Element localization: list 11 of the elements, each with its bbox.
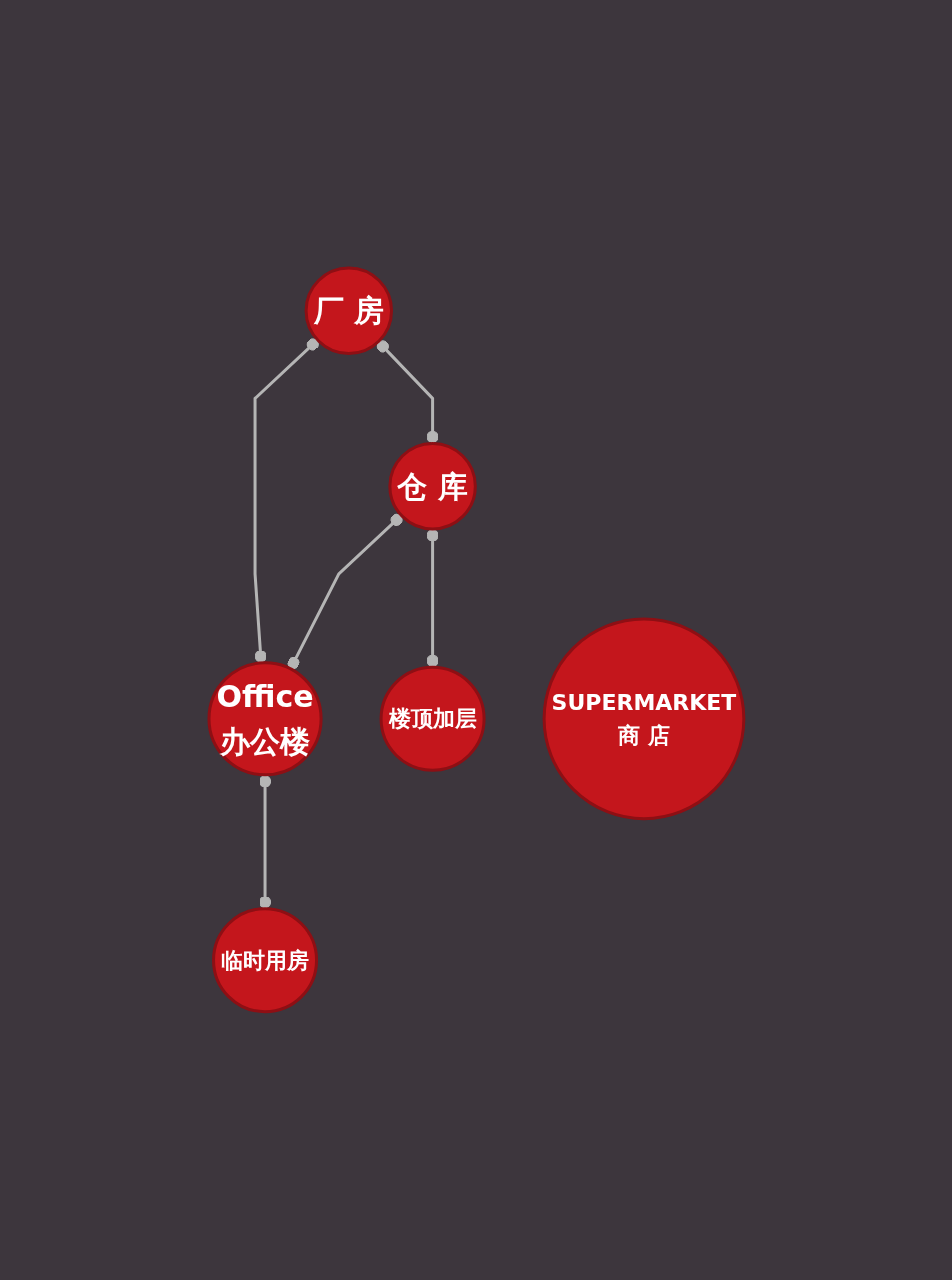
node-circle: Office 办公楼 — [207, 661, 323, 777]
node-circle: 楼顶加层 — [379, 665, 486, 772]
node-circle: 仓 库 — [387, 442, 477, 531]
connector — [253, 338, 319, 664]
connector — [376, 340, 439, 444]
node-circle: 厂 房 — [304, 266, 393, 356]
connector — [287, 514, 403, 670]
node-circle: 临时用房 — [211, 907, 318, 1014]
connector — [258, 775, 271, 909]
node-circle: SUPERMARKET 商 店 — [542, 617, 745, 821]
connector — [426, 529, 439, 668]
